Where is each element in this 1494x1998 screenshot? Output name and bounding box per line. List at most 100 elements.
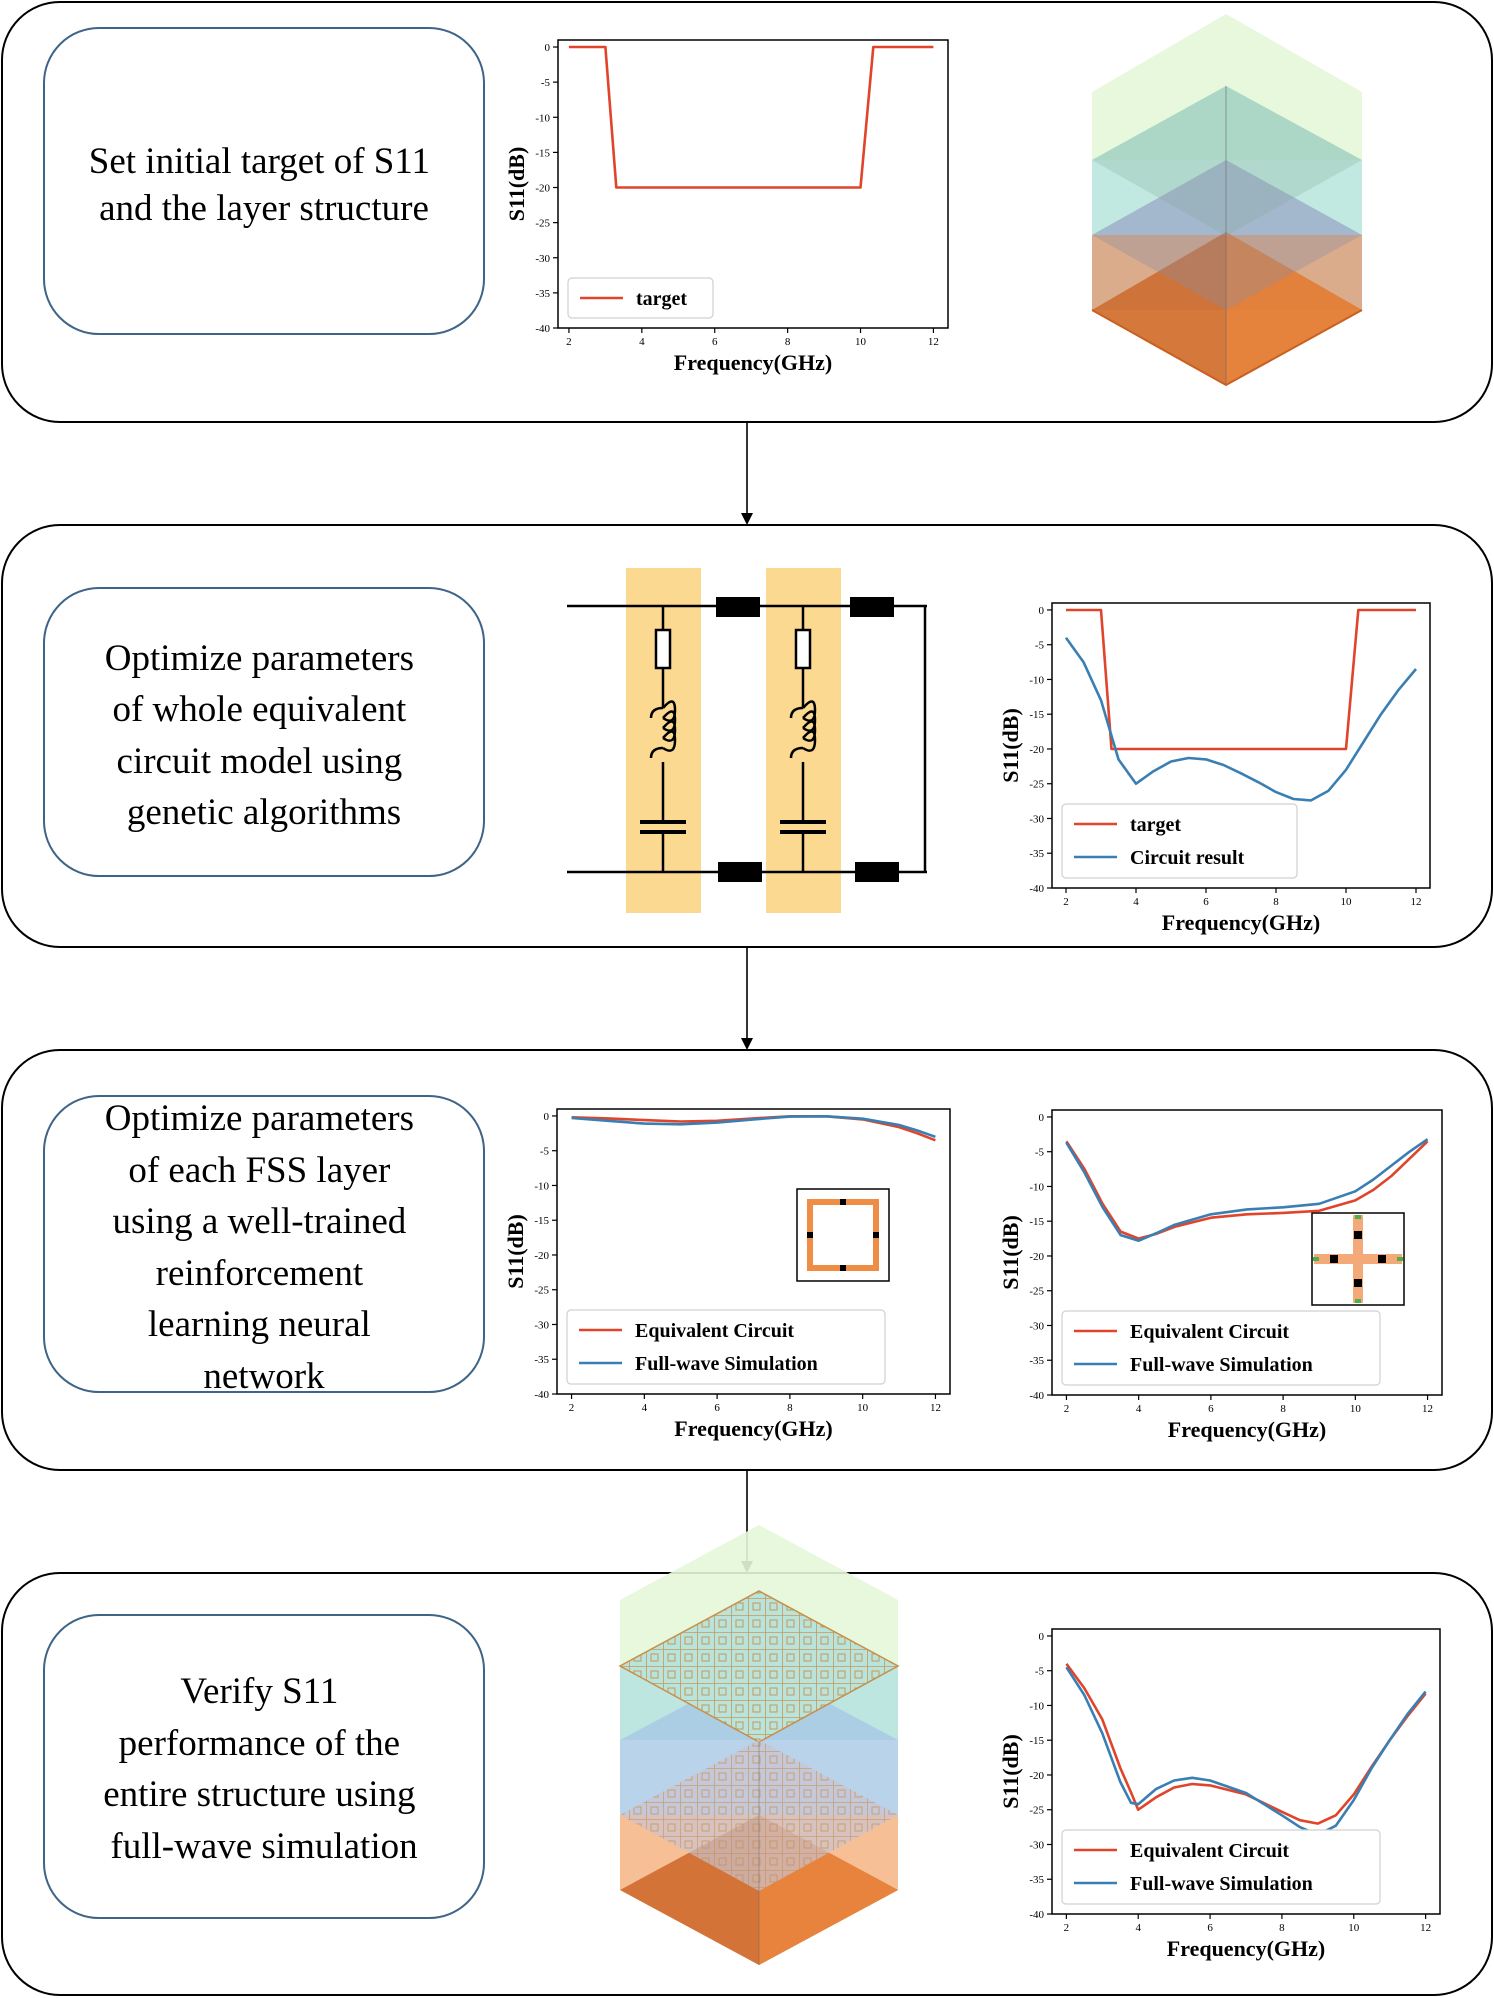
y-tick-label: -35 — [535, 288, 550, 300]
step-3-line: using a well-trained — [112, 1201, 406, 1242]
series-line — [1064, 637, 1417, 802]
step-2-line: Optimize parameters — [105, 638, 414, 679]
step-1-description: Set initial target of S11 and the layer … — [43, 27, 485, 335]
y-tick-label: -35 — [1029, 848, 1044, 860]
y-tick-label: -35 — [1029, 1874, 1044, 1886]
y-tick-label: -5 — [1035, 1147, 1045, 1159]
legend-box — [1061, 1829, 1381, 1905]
step-3-line: learning neural — [148, 1304, 371, 1345]
series-element — [718, 862, 762, 882]
svg-text:Optimize parameters of w: Optimize parameters of whole equivalent … — [105, 638, 423, 833]
y-tick-label: -20 — [535, 183, 550, 195]
step-3-line: reinforcement — [156, 1253, 364, 1294]
step-1-line: and the layer structure — [99, 188, 429, 229]
x-tick-label: 2 — [1064, 1403, 1070, 1415]
y-tick-label: -15 — [1029, 709, 1044, 721]
series-line — [1065, 1666, 1427, 1837]
y-tick-label: -15 — [534, 1215, 549, 1227]
y-tick-label: -20 — [1029, 1770, 1044, 1782]
y-tick-label: -40 — [534, 1389, 549, 1401]
port-marker — [1355, 1299, 1361, 1303]
legend-label: Full-wave Simulation — [635, 1353, 818, 1375]
legend-label: Circuit result — [1130, 847, 1245, 869]
legend-label: Equivalent Circuit — [1130, 1840, 1289, 1862]
layer-stack-illustration — [1091, 14, 1363, 387]
fss-layer-stack-illustration — [618, 1525, 900, 1965]
y-tick-label: -25 — [1029, 779, 1044, 791]
x-tick-label: 4 — [642, 1402, 648, 1414]
y-tick-label: -10 — [1029, 1700, 1044, 1712]
y-tick-label: -5 — [541, 77, 551, 89]
y-tick-label: 0 — [1039, 1631, 1045, 1643]
y-tick-label: -5 — [1035, 1666, 1045, 1678]
lumped-element — [1354, 1279, 1362, 1287]
step-2-line: genetic algorithms — [127, 792, 401, 833]
equivalent-circuit-diagram — [567, 568, 927, 913]
port-marker — [1397, 1257, 1403, 1261]
y-axis-label: S11(dB) — [998, 1734, 1023, 1809]
y-axis-label: S11(dB) — [504, 147, 529, 222]
y-tick-label: -30 — [1029, 1320, 1044, 1332]
step-4-description: Verify S11 performance of the entire str… — [43, 1614, 485, 1919]
legend-box — [566, 1309, 886, 1385]
cross-unit-cell-inset — [1311, 1212, 1405, 1306]
x-tick-label: 6 — [1203, 896, 1209, 908]
series-element — [855, 862, 899, 882]
x-tick-label: 2 — [1063, 896, 1069, 908]
y-tick-label: -10 — [1029, 674, 1044, 686]
y-tick-label: -40 — [1029, 1390, 1044, 1402]
legend-label: Full-wave Simulation — [1130, 1354, 1313, 1376]
port-marker — [1355, 1215, 1361, 1219]
y-tick-label: -15 — [535, 147, 550, 159]
legend-box — [567, 277, 714, 319]
port-marker — [1313, 1257, 1319, 1261]
lumped-element — [1378, 1255, 1386, 1263]
svg-text:Set initial target of S11: Set initial target of S11 and the layer … — [89, 141, 439, 229]
y-tick-label: -15 — [1029, 1216, 1044, 1228]
step-3-line: network — [203, 1356, 325, 1397]
series-line — [1065, 1140, 1429, 1240]
step-1-frame — [1, 1, 1493, 423]
step-4-line: performance of the — [119, 1723, 400, 1764]
x-tick-label: 4 — [1135, 1922, 1141, 1934]
y-tick-label: -35 — [1029, 1355, 1044, 1367]
x-tick-label: 4 — [1136, 1403, 1142, 1415]
shunt-branch — [640, 606, 686, 872]
x-tick-label: 2 — [566, 336, 572, 348]
series-element — [850, 597, 894, 617]
lumped-element — [873, 1232, 879, 1238]
x-tick-label: 6 — [714, 1402, 720, 1414]
y-tick-label: -20 — [534, 1250, 549, 1262]
y-tick-label: -40 — [1029, 1909, 1044, 1921]
svg-text:Optimize parameters of e: Optimize parameters of each FSS layer us… — [105, 1098, 423, 1397]
series-element — [716, 597, 760, 617]
y-tick-label: -10 — [534, 1180, 549, 1192]
x-tick-label: 8 — [785, 336, 791, 348]
x-axis-label: Frequency(GHz) — [1167, 1936, 1325, 1961]
y-tick-label: -35 — [534, 1354, 549, 1366]
x-tick-label: 12 — [1422, 1403, 1433, 1415]
y-tick-label: -20 — [1029, 1251, 1044, 1263]
step-4-line: full-wave simulation — [110, 1826, 417, 1867]
y-tick-label: -30 — [534, 1319, 549, 1331]
x-tick-label: 8 — [1279, 1922, 1285, 1934]
x-tick-label: 6 — [1208, 1403, 1214, 1415]
step-2-line: of whole equivalent — [112, 689, 407, 730]
y-tick-label: -15 — [1029, 1735, 1044, 1747]
flow-arrow-1 — [741, 423, 753, 525]
y-tick-label: -30 — [1029, 1839, 1044, 1851]
step-3-line: of each FSS layer — [128, 1150, 390, 1191]
x-tick-label: 10 — [1348, 1922, 1360, 1934]
y-tick-label: -40 — [1029, 883, 1044, 895]
step-2-description: Optimize parameters of whole equivalent … — [43, 587, 485, 877]
y-tick-label: -25 — [535, 218, 550, 230]
y-tick-label: 0 — [544, 1111, 550, 1123]
x-tick-label: 8 — [1280, 1403, 1286, 1415]
legend-label: Full-wave Simulation — [1130, 1873, 1313, 1895]
x-axis-label: Frequency(GHz) — [1168, 1417, 1326, 1442]
lumped-element — [840, 1199, 846, 1205]
legend-label: target — [1130, 814, 1181, 836]
lumped-element — [807, 1232, 813, 1238]
